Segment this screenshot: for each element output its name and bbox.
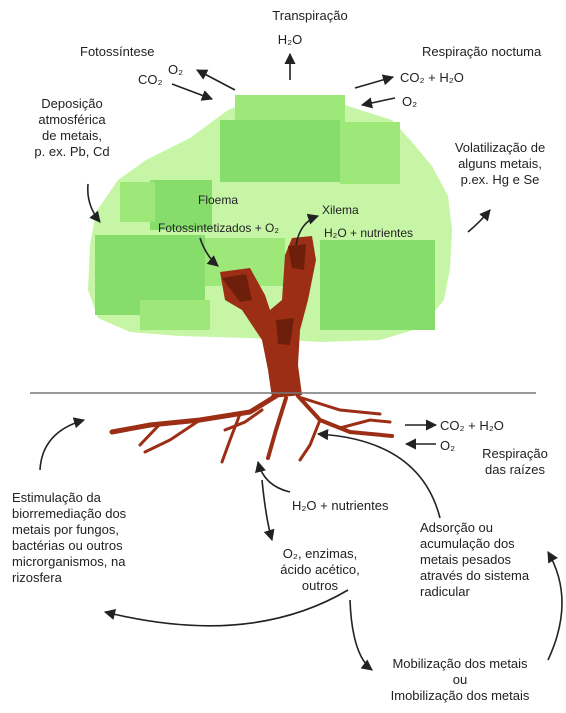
label-o2-enzimas: O₂, enzimas, ácido acético, outros <box>265 546 375 594</box>
label-h2o-nutrientes-tree: H₂O + nutrientes <box>324 225 413 241</box>
arrow-co2-in <box>172 84 212 99</box>
label-h2o-nutrientes-root: H₂O + nutrientes <box>292 498 388 514</box>
label-fotossintese: Fotossíntese <box>80 44 154 60</box>
arrow-night-co2-out <box>355 77 393 88</box>
adsorcao-line: Adsorção ou <box>420 520 529 536</box>
estimulacao-line: bactérias ou outros <box>12 538 126 554</box>
estimulacao-line: metais por fungos, <box>12 522 126 538</box>
label-o2-root: O₂ <box>440 438 455 454</box>
label-adsorcao: Adsorção ou acumulação dos metais pesado… <box>420 520 529 600</box>
o2-enzimas-line: O₂, enzimas, <box>265 546 375 562</box>
arrow-mobilization-up <box>548 552 562 660</box>
label-fotossintetizados: Fotossintetizados + O₂ <box>158 220 279 236</box>
respiracao-raizes-line: das raízes <box>470 462 560 478</box>
root <box>300 420 320 460</box>
arrow-o2-out <box>197 70 235 90</box>
label-volatilizacao: Volatilização de alguns metais, p.ex. Hg… <box>440 140 560 188</box>
o2-enzimas-line: outros <box>265 578 375 594</box>
arrow-night-o2-in <box>362 98 395 105</box>
respiracao-raizes-line: Respiração <box>470 446 560 462</box>
arrow-to-microbes <box>105 590 348 626</box>
root <box>340 420 390 428</box>
deposicao-line: Deposição <box>22 96 122 112</box>
deposicao-line: atmosférica <box>22 112 122 128</box>
volatilizacao-line: Volatilização de <box>440 140 560 156</box>
label-floema: Floema <box>198 192 238 208</box>
mobilizacao-line: Imobilização dos metais <box>370 688 550 704</box>
volatilizacao-line: p.ex. Hg e Se <box>440 172 560 188</box>
root <box>222 414 240 462</box>
mobilizacao-line: ou <box>370 672 550 688</box>
estimulacao-line: biorremediação dos <box>12 506 126 522</box>
label-co2-h2o-root: CO₂ + H₂O <box>440 418 504 434</box>
arrow-volatilization <box>468 210 490 232</box>
label-respiracao-noturna: Respiração noctuma <box>422 44 541 60</box>
label-estimulacao: Estimulação da biorremediação dos metais… <box>12 490 126 586</box>
label-respiracao-raizes: Respiração das raízes <box>470 446 560 478</box>
estimulacao-line: Estimulação da <box>12 490 126 506</box>
estimulacao-line: rizosfera <box>12 570 126 586</box>
label-o2-photo: O₂ <box>168 62 183 78</box>
estimulacao-line: microrganismos, na <box>12 554 126 570</box>
o2-enzimas-line: ácido acético, <box>265 562 375 578</box>
label-xilema: Xilema <box>322 202 359 218</box>
adsorcao-line: através do sistema <box>420 568 529 584</box>
label-o2-night: O₂ <box>402 94 417 110</box>
canopy-block <box>320 240 435 330</box>
label-h2o-top: H₂O <box>270 32 310 48</box>
arrow-to-mobilization <box>350 600 372 670</box>
canopy-block <box>120 182 155 222</box>
label-transpiracao: Transpiração <box>265 8 355 24</box>
label-mobilizacao: Mobilização dos metais ou Imobilização d… <box>370 656 550 704</box>
root <box>112 396 276 432</box>
deposicao-line: p. ex. Pb, Cd <box>22 144 122 160</box>
adsorcao-line: radicular <box>420 584 529 600</box>
tree-canopy <box>88 95 452 342</box>
canopy-block <box>340 122 400 184</box>
tree-roots <box>112 396 392 462</box>
volatilizacao-line: alguns metais, <box>440 156 560 172</box>
root <box>268 398 286 458</box>
label-co2-h2o-night: CO₂ + H₂O <box>400 70 464 86</box>
label-co2-photo: CO₂ <box>138 72 163 88</box>
adsorcao-line: metais pesados <box>420 552 529 568</box>
canopy-block <box>220 120 340 182</box>
arrow-stimulation <box>40 420 84 470</box>
canopy-block <box>140 300 210 330</box>
deposicao-line: de metais, <box>22 128 122 144</box>
mobilizacao-line: Mobilização dos metais <box>370 656 550 672</box>
label-deposicao: Deposição atmosférica de metais, p. ex. … <box>22 96 122 160</box>
arrow-exudates <box>262 480 272 540</box>
adsorcao-line: acumulação dos <box>420 536 529 552</box>
